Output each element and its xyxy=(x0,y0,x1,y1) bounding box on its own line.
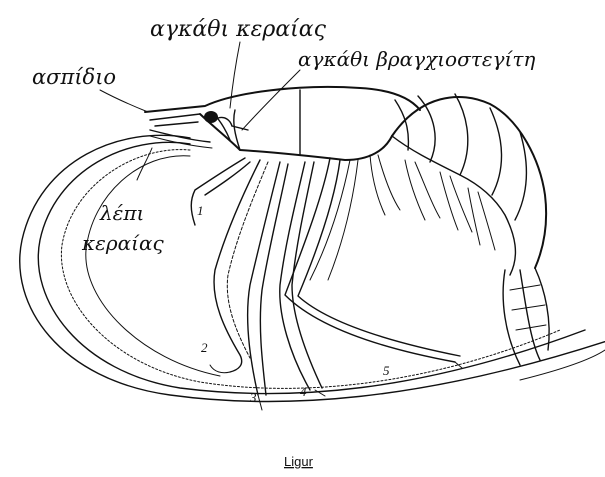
antennal-scale xyxy=(150,130,212,148)
walking-legs xyxy=(191,158,462,410)
eye xyxy=(204,111,218,123)
leg-number-2: 2 xyxy=(201,340,208,355)
swimmerets xyxy=(370,155,495,250)
leg-number-5: 5 xyxy=(383,363,390,378)
carapace xyxy=(145,87,420,160)
branchiostegal-spine-label: αγκάθι βραγχιοστεγίτη xyxy=(298,47,535,71)
antenna-spine-label: αγκάθι κεραίας xyxy=(150,17,327,42)
antennae xyxy=(20,135,605,401)
leg-number-3: 3 xyxy=(249,390,257,405)
leader-lines xyxy=(100,42,300,180)
antennal-scale-label-line1: λέπι xyxy=(99,201,144,225)
figure-caption: Ligur xyxy=(284,454,314,469)
leg-number-4: 4 xyxy=(300,384,307,399)
leg-number-1: 1 xyxy=(197,203,204,218)
rostrum-label: ασπίδιο xyxy=(32,65,116,89)
antennal-scale-label-line2: κεραίας xyxy=(81,231,164,255)
